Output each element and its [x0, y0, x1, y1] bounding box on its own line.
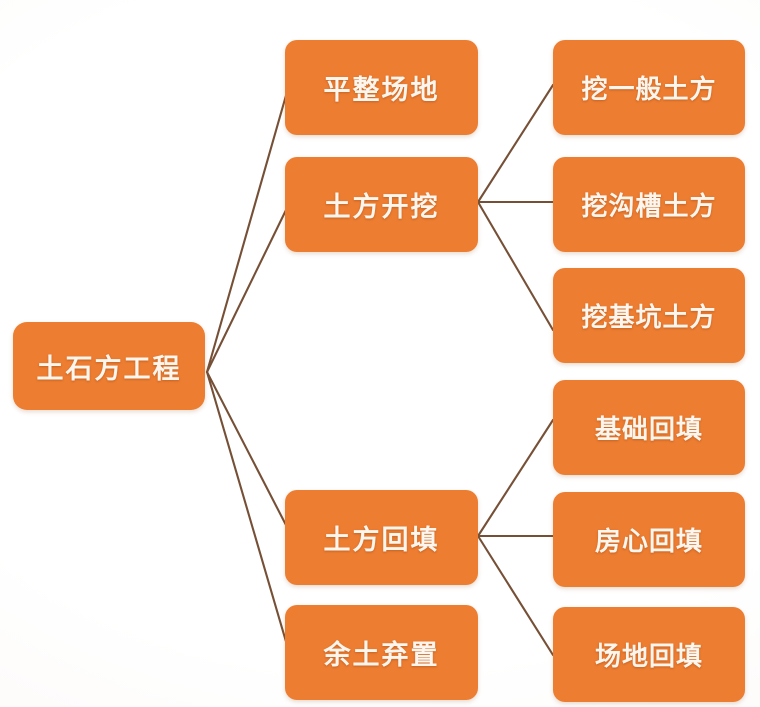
edge-dig-to-pit	[476, 200, 555, 332]
node-label: 房心回填	[594, 527, 703, 557]
edge-fill-to-foundation	[476, 418, 555, 538]
node-root-label: 土石方工程	[36, 353, 182, 385]
edge-root-to-tufangkaiwa	[205, 206, 289, 374]
node-level3-fangxinhuitian[interactable]: 房心回填	[553, 492, 745, 587]
edge-dig-to-general	[476, 83, 555, 204]
node-level3-wagoucaotufang[interactable]: 挖沟槽土方	[553, 157, 745, 252]
node-level2-tufanghuitian[interactable]: 土方回填	[285, 490, 478, 585]
edge-root-to-pingzheng	[205, 90, 289, 374]
node-level2-tufangkaiwa[interactable]: 土方开挖	[285, 157, 478, 252]
edge-root-to-yutuqizhi	[205, 370, 289, 647]
edge-root-to-tufanghuitian	[205, 370, 289, 529]
edge-fill-to-site	[476, 534, 555, 657]
node-label: 平整场地	[323, 75, 440, 106]
node-level2-yutuqizhi[interactable]: 余土弃置	[285, 605, 478, 700]
node-level3-wajikengtufang[interactable]: 挖基坑土方	[553, 268, 745, 363]
node-label: 基础回填	[594, 415, 703, 445]
node-label: 挖一般土方	[581, 75, 717, 105]
node-label: 挖基坑土方	[581, 303, 717, 333]
node-label: 挖沟槽土方	[581, 192, 717, 222]
node-level3-wayibantufang[interactable]: 挖一般土方	[553, 40, 745, 135]
node-label: 场地回填	[594, 642, 703, 672]
node-label: 土方回填	[323, 525, 440, 556]
node-root[interactable]: 土石方工程	[13, 322, 205, 410]
node-label: 余土弃置	[323, 640, 440, 671]
node-level3-jichuhuitian[interactable]: 基础回填	[553, 380, 745, 475]
node-level2-pingzhengchangdi[interactable]: 平整场地	[285, 40, 478, 135]
node-label: 土方开挖	[323, 192, 440, 223]
node-level3-changdihuitian[interactable]: 场地回填	[553, 607, 745, 702]
